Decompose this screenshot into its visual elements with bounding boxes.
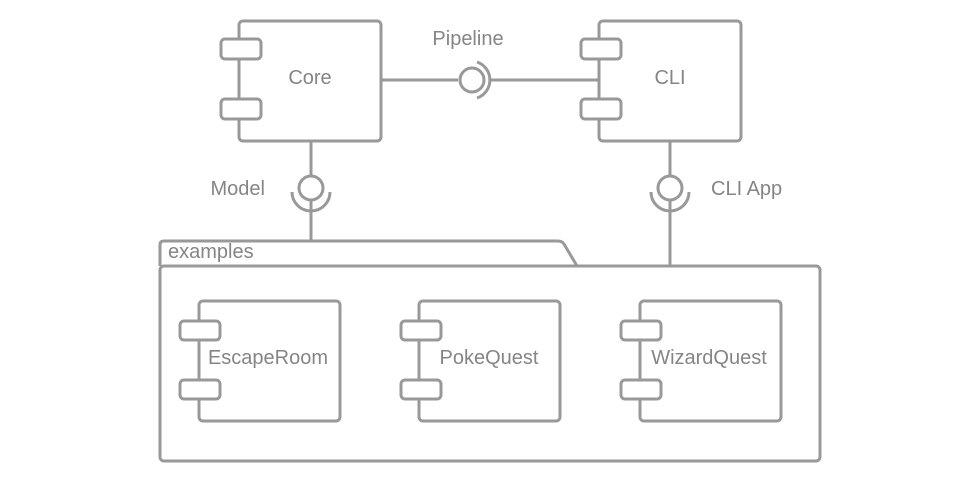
package-tab bbox=[158, 239, 579, 267]
component-port-icon bbox=[619, 319, 663, 342]
interface-model: Model bbox=[211, 174, 332, 213]
model-socket-icon bbox=[290, 191, 332, 213]
component-port-icon bbox=[178, 378, 222, 401]
cliapp-socket-icon bbox=[649, 191, 691, 213]
component-port-icon bbox=[399, 378, 443, 401]
component-port-icon bbox=[579, 37, 623, 61]
model-label: Model bbox=[211, 178, 265, 200]
component-label: PokeQuest bbox=[440, 347, 539, 369]
component-wizard-quest: WizardQuest bbox=[619, 299, 783, 423]
pipeline-ball-icon bbox=[458, 66, 486, 94]
component-body bbox=[237, 19, 383, 143]
package-label: examples bbox=[168, 241, 254, 263]
component-escape-room: EscapeRoom bbox=[178, 299, 342, 423]
interface-pipeline: Pipeline bbox=[432, 28, 504, 100]
component-body bbox=[197, 299, 342, 423]
component-label: CLI bbox=[654, 67, 685, 89]
component-body bbox=[638, 299, 783, 423]
component-port-icon bbox=[178, 319, 222, 342]
component-label: EscapeRoom bbox=[208, 347, 328, 369]
component-label: Core bbox=[288, 67, 331, 89]
component-port-icon bbox=[619, 378, 663, 401]
cliapp-label: CLI App bbox=[711, 178, 782, 200]
component-label: WizardQuest bbox=[651, 347, 767, 369]
component-cli: CLI bbox=[579, 19, 743, 143]
model-ball-icon bbox=[297, 174, 325, 202]
component-port-icon bbox=[399, 319, 443, 342]
component-body bbox=[597, 19, 743, 143]
component-port-icon bbox=[579, 97, 623, 121]
interface-cli-app: CLI App bbox=[649, 174, 782, 213]
pipeline-socket-icon bbox=[476, 60, 492, 100]
component-port-icon bbox=[219, 37, 263, 61]
component-poke-quest: PokeQuest bbox=[399, 299, 562, 423]
component-port-icon bbox=[219, 97, 263, 121]
pipeline-label: Pipeline bbox=[432, 28, 503, 50]
component-core: Core bbox=[219, 19, 383, 143]
cliapp-ball-icon bbox=[656, 174, 684, 202]
component-body bbox=[417, 299, 562, 423]
